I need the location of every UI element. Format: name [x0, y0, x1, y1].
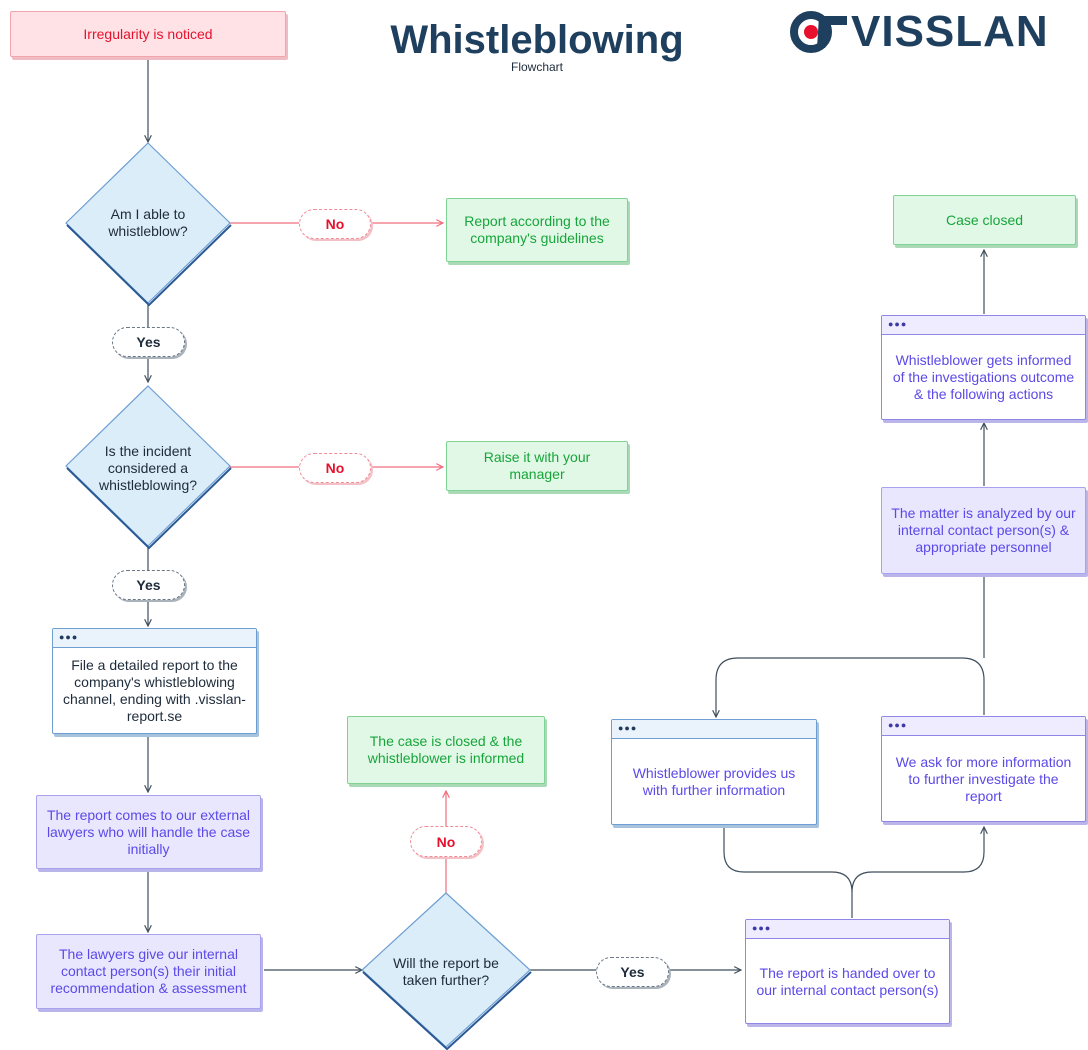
connector: [716, 657, 985, 717]
yes-label: Yes: [112, 570, 185, 600]
outcome-report-guidelines: Report according to the company's guidel…: [446, 198, 628, 262]
connector: [723, 828, 853, 893]
visslan-logo: VISSLAN: [789, 8, 1079, 56]
window-ask-more-info: ●●● We ask for more information to furth…: [881, 716, 1086, 822]
no-label: No: [410, 826, 482, 857]
decision-able-to-whistleblow: Am I able to whistleblow?: [108, 206, 188, 239]
window-title-bar: ●●●: [746, 920, 949, 939]
window-handed-over: ●●● The report is handed over to our int…: [745, 919, 950, 1024]
page-title: Whistleblowing: [390, 18, 684, 62]
outcome-case-closed: Case closed: [893, 195, 1076, 245]
page-subtitle: Flowchart: [510, 60, 563, 74]
window-title-bar: ●●●: [882, 717, 1085, 736]
no-label: No: [299, 209, 371, 239]
logo-text: VISSLAN: [851, 7, 1049, 56]
connector: [851, 827, 984, 918]
no-label: No: [299, 453, 371, 483]
window-gets-informed: ●●● Whistleblower gets informed of the i…: [881, 315, 1086, 420]
outcome-case-closed-informed: The case is closed & the whistleblower i…: [347, 716, 545, 784]
decision-considered-whistleblowing: Is the incident considered a whistleblow…: [98, 442, 198, 493]
visslan-logo-icon: [790, 11, 847, 53]
outcome-raise-manager: Raise it with your manager: [446, 441, 628, 491]
process-lawyers-recommendation: The lawyers give our internal contact pe…: [36, 934, 261, 1009]
window-title-bar: ●●●: [612, 720, 816, 739]
window-dots-icon: ●●●: [59, 632, 79, 642]
page-title-block: Whistleblowing Flowchart: [378, 18, 696, 80]
window-title-bar: ●●●: [882, 316, 1085, 335]
decision-taken-further: Will the report be taken further?: [393, 955, 499, 988]
window-title-bar: ●●●: [53, 629, 256, 648]
process-external-lawyers: The report comes to our external lawyers…: [36, 795, 261, 869]
yes-label: Yes: [596, 957, 669, 987]
node-label: Irregularity is noticed: [83, 25, 213, 42]
window-dots-icon: ●●●: [752, 923, 772, 933]
window-file-report: ●●● File a detailed report to the compan…: [52, 628, 257, 734]
start-node-irregularity: Irregularity is noticed: [10, 11, 286, 57]
yes-label: Yes: [112, 327, 185, 357]
window-provides-info: ●●● Whistleblower provides us with furth…: [611, 719, 817, 825]
window-dots-icon: ●●●: [618, 723, 638, 733]
window-dots-icon: ●●●: [888, 319, 908, 329]
process-matter-analyzed: The matter is analyzed by our internal c…: [881, 487, 1086, 574]
window-dots-icon: ●●●: [888, 720, 908, 730]
